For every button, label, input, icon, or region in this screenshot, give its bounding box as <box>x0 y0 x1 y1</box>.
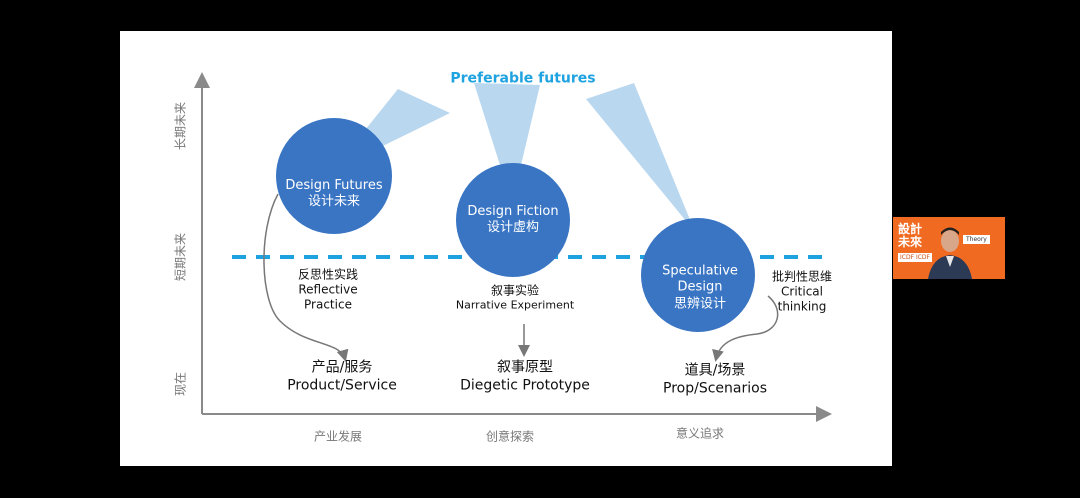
logo-line-1: 設計 <box>898 222 923 236</box>
critical-en-1: Critical <box>781 284 823 299</box>
video-logo: 設計 未來 <box>898 223 922 248</box>
narrative-en: Narrative Experiment <box>455 298 575 312</box>
arrow-critical-to-scenario <box>712 295 779 362</box>
speaker-video-thumbnail[interactable]: 設計 未來 ICDF ICDF Theory <box>893 217 1005 279</box>
x-axis-left-label: 产业发展 <box>313 429 363 444</box>
speculative-design-en-2: Design <box>677 279 723 295</box>
outcome-diegetic-prototype: 叙事原型 Diegetic Prototype <box>460 360 590 395</box>
speculative-design-en-1: Speculative <box>662 263 738 279</box>
prototype-en: Diegetic Prototype <box>460 377 590 393</box>
outcome-product-service: 产品/服务 Product/Service <box>287 360 397 395</box>
video-badge: ICDF ICDF <box>898 253 932 262</box>
critical-zh: 批判性思维 <box>771 269 833 284</box>
beam-speculative-design <box>586 83 695 232</box>
method-reflective-practice: 反思性实践 Reflective Practice <box>298 268 358 313</box>
prop-zh: 道具/场景 <box>684 362 746 379</box>
speculative-design-zh: 思辨设计 <box>673 296 726 312</box>
y-axis-middle-label: 短期未来 <box>173 232 188 282</box>
x-axis-right-label: 意义追求 <box>675 426 725 441</box>
circle-speculative-design-text: Speculative Design 思辨设计 <box>662 264 738 313</box>
circle-design-fiction <box>456 163 570 277</box>
circle-design-fiction-text: Design Fiction 设计虚构 <box>467 204 558 237</box>
preferable-futures-label: Preferable futures <box>450 70 596 87</box>
logo-line-2: 未來 <box>898 234 923 249</box>
x-axis-middle-label: 创意探索 <box>485 429 535 444</box>
y-axis-top-label: 长期未来 <box>173 101 188 151</box>
design-futures-en: Design Futures <box>285 177 383 193</box>
reflective-en-2: Practice <box>304 297 352 312</box>
speaker-avatar-icon <box>928 227 972 279</box>
product-en: Product/Service <box>287 377 397 393</box>
design-fiction-en: Design Fiction <box>467 203 559 219</box>
circle-speculative-design <box>641 218 755 332</box>
prop-en: Prop/Scenarios <box>663 380 767 396</box>
method-narrative-experiment: 叙事实验 Narrative Experiment <box>456 284 574 313</box>
video-tag: Theory <box>963 235 990 244</box>
narrative-zh: 叙事实验 <box>490 283 540 298</box>
reflective-zh: 反思性实践 <box>297 267 359 282</box>
prototype-zh: 叙事原型 <box>496 359 553 376</box>
circle-design-futures <box>276 118 392 234</box>
critical-en-2: thinking <box>777 299 827 314</box>
outcome-prop-scenarios: 道具/场景 Prop/Scenarios <box>663 363 767 398</box>
product-zh: 产品/服务 <box>311 359 373 376</box>
diagram-graphics <box>194 72 832 422</box>
y-axis-bottom-label: 现在 <box>173 371 188 397</box>
method-critical-thinking: 批判性思维 Critical thinking <box>772 270 832 315</box>
design-futures-zh: 设计未来 <box>307 194 361 209</box>
slide: Preferable futures 长期未来 短期未来 现在 产业发展 创意探… <box>120 31 892 466</box>
reflective-en-1: Reflective <box>298 282 358 297</box>
design-fiction-zh: 设计虚构 <box>486 220 539 235</box>
beam-design-fiction <box>474 83 540 203</box>
circle-design-futures-text: Design Futures 设计未来 <box>285 178 382 211</box>
arrow-design-futures-to-product <box>263 193 349 362</box>
